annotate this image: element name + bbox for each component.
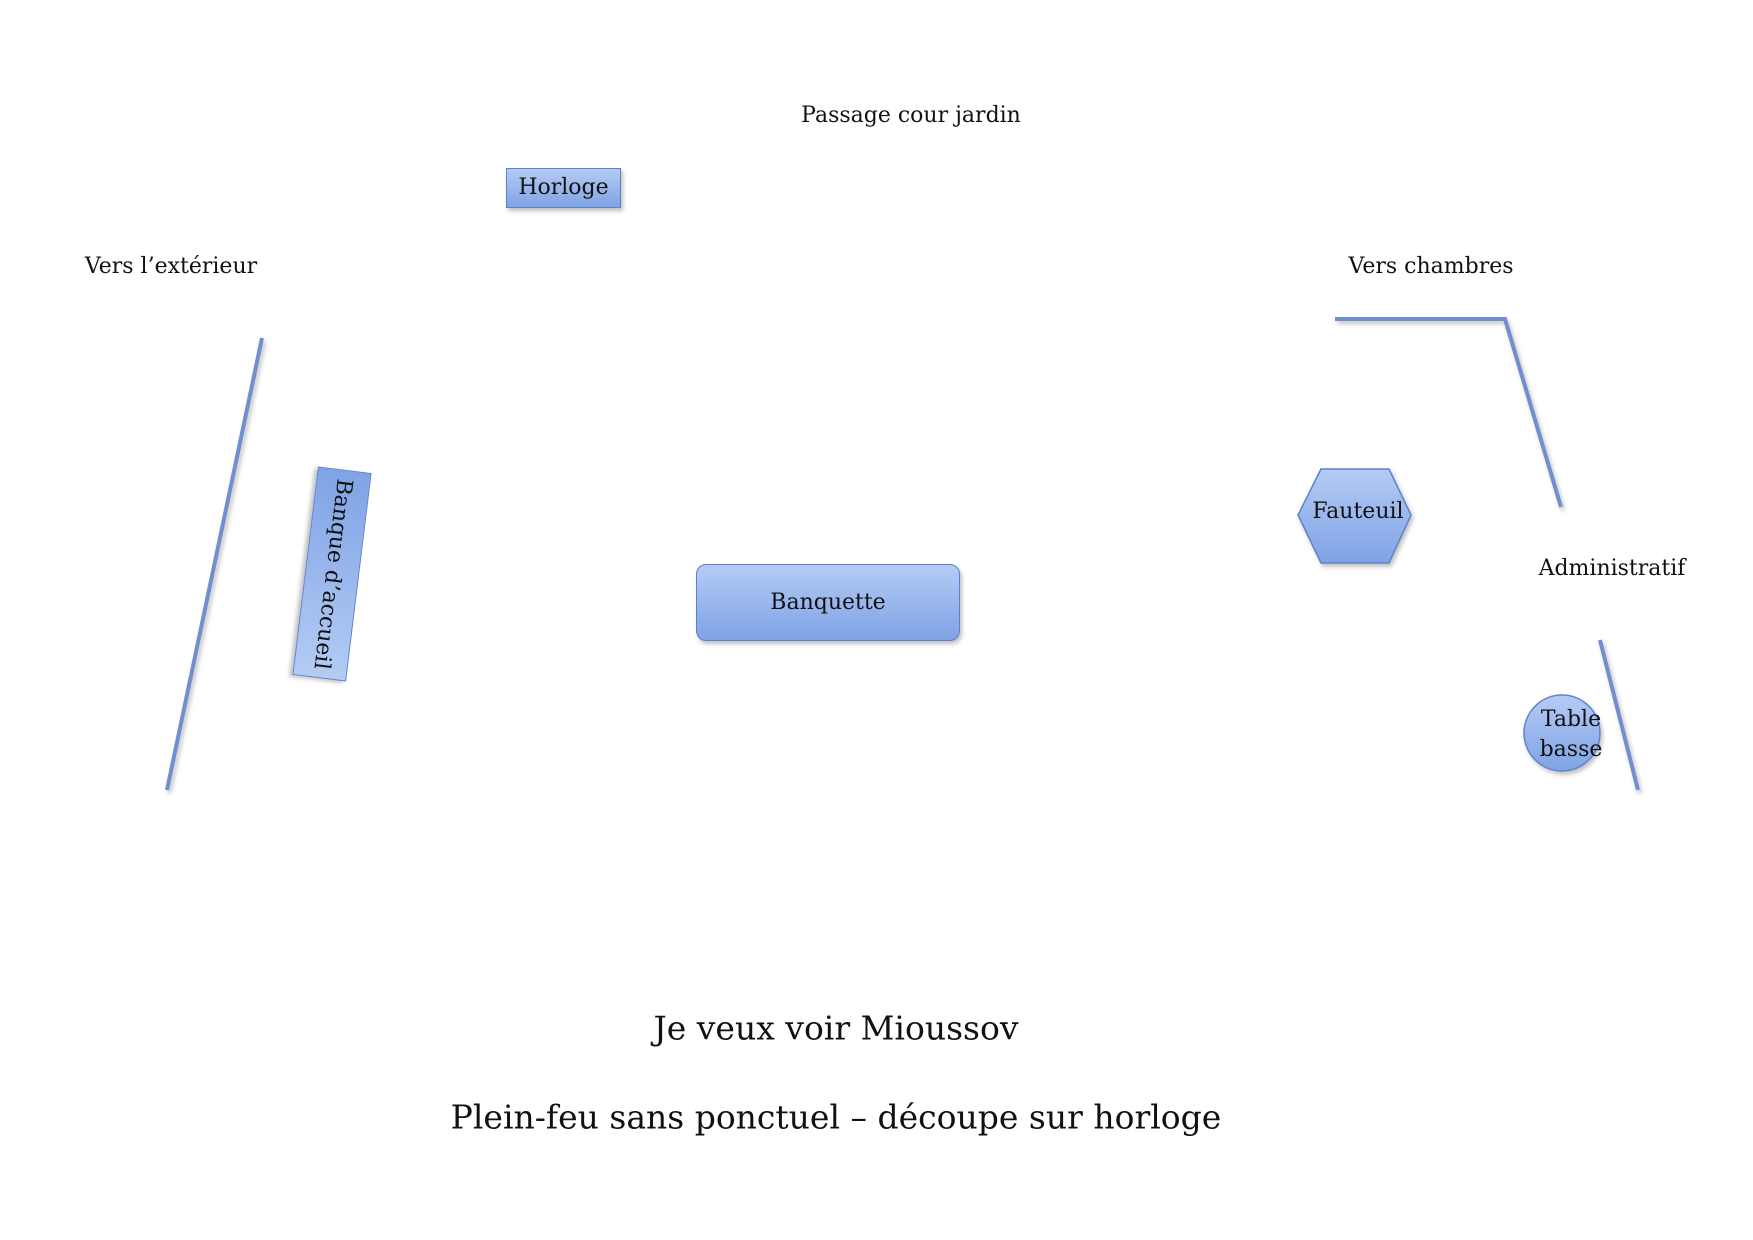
fauteuil-label: Fauteuil <box>1312 499 1404 524</box>
fauteuil-hexagon <box>1297 468 1412 564</box>
caption-scene-title: Je veux voir Mioussov <box>653 1008 1019 1048</box>
table-basse-label-line1: Table <box>1540 707 1602 732</box>
table-basse-circle <box>1523 694 1601 772</box>
administratif-label: Administratif <box>1538 556 1686 581</box>
banquette-box: Banquette <box>696 564 960 641</box>
vers-exterieur-label: Vers l’extérieur <box>84 254 258 279</box>
vers-chambres-label: Vers chambres <box>1348 254 1514 279</box>
banque-accueil-label: Banque d’accueil <box>308 477 357 671</box>
horloge-box: Horloge <box>506 168 621 208</box>
caption-lighting-note: Plein-feu sans ponctuel – découpe sur ho… <box>450 1097 1222 1137</box>
horloge-label: Horloge <box>518 175 609 201</box>
passage-cour-jardin-label: Passage cour jardin <box>801 103 1021 128</box>
right-lower-wall-line <box>1598 639 1640 791</box>
banquette-label: Banquette <box>770 589 886 615</box>
right-upper-wall-line <box>1335 317 1563 508</box>
left-wall-line <box>165 337 264 791</box>
table-basse-label-line2: basse <box>1539 737 1603 762</box>
